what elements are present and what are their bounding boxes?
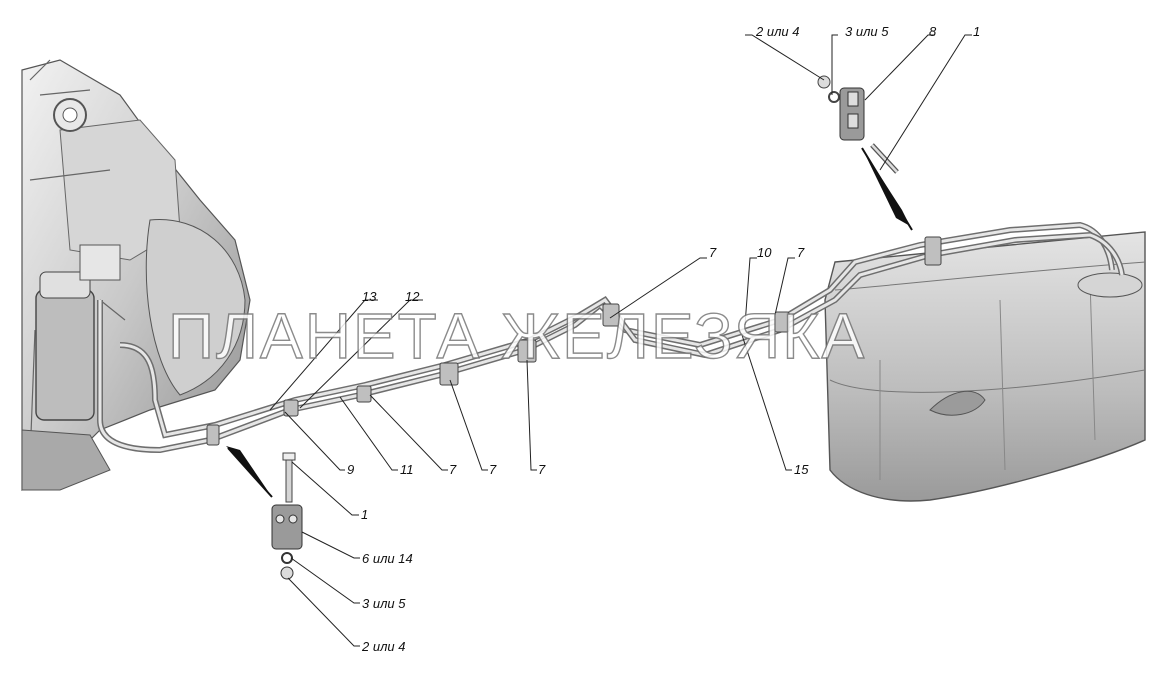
callout-3-or-5-bottom: 3 или 5 — [362, 596, 406, 611]
callout-6-or-14: 6 или 14 — [362, 551, 413, 566]
callout-13: 13 — [362, 289, 377, 304]
callout-2-or-4-bottom: 2 или 4 — [361, 639, 405, 654]
exploded-parts-top — [817, 75, 913, 231]
fuel-lines — [97, 221, 1125, 454]
callout-7-mid: 7 — [709, 245, 717, 260]
callout-7-right: 7 — [797, 245, 805, 260]
callout-9: 9 — [347, 462, 354, 477]
watermark-text: ПЛАНЕТА ЖЕЛЕЗЯКА — [168, 300, 866, 372]
callout-2-or-4-top: 2 или 4 — [755, 24, 799, 39]
callout-3-or-5-top: 3 или 5 — [845, 24, 889, 39]
leader-lines — [269, 34, 972, 647]
callout-8: 8 — [929, 24, 937, 39]
callout-7-bottom-1: 7 — [449, 462, 457, 477]
callout-15: 15 — [794, 462, 809, 477]
callout-12: 12 — [405, 289, 420, 304]
callout-11: 11 — [400, 462, 414, 477]
callout-10: 10 — [757, 245, 772, 260]
exploded-parts-bottom — [226, 446, 303, 580]
callout-labels: 2 или 4 3 или 5 8 1 13 12 7 10 7 9 11 7 … — [347, 24, 980, 654]
callout-1-bottom: 1 — [361, 507, 368, 522]
callout-1-top: 1 — [973, 24, 980, 39]
callout-7-bottom-2: 7 — [489, 462, 497, 477]
callout-7-bottom-3: 7 — [538, 462, 546, 477]
engine-illustration — [21, 59, 251, 491]
